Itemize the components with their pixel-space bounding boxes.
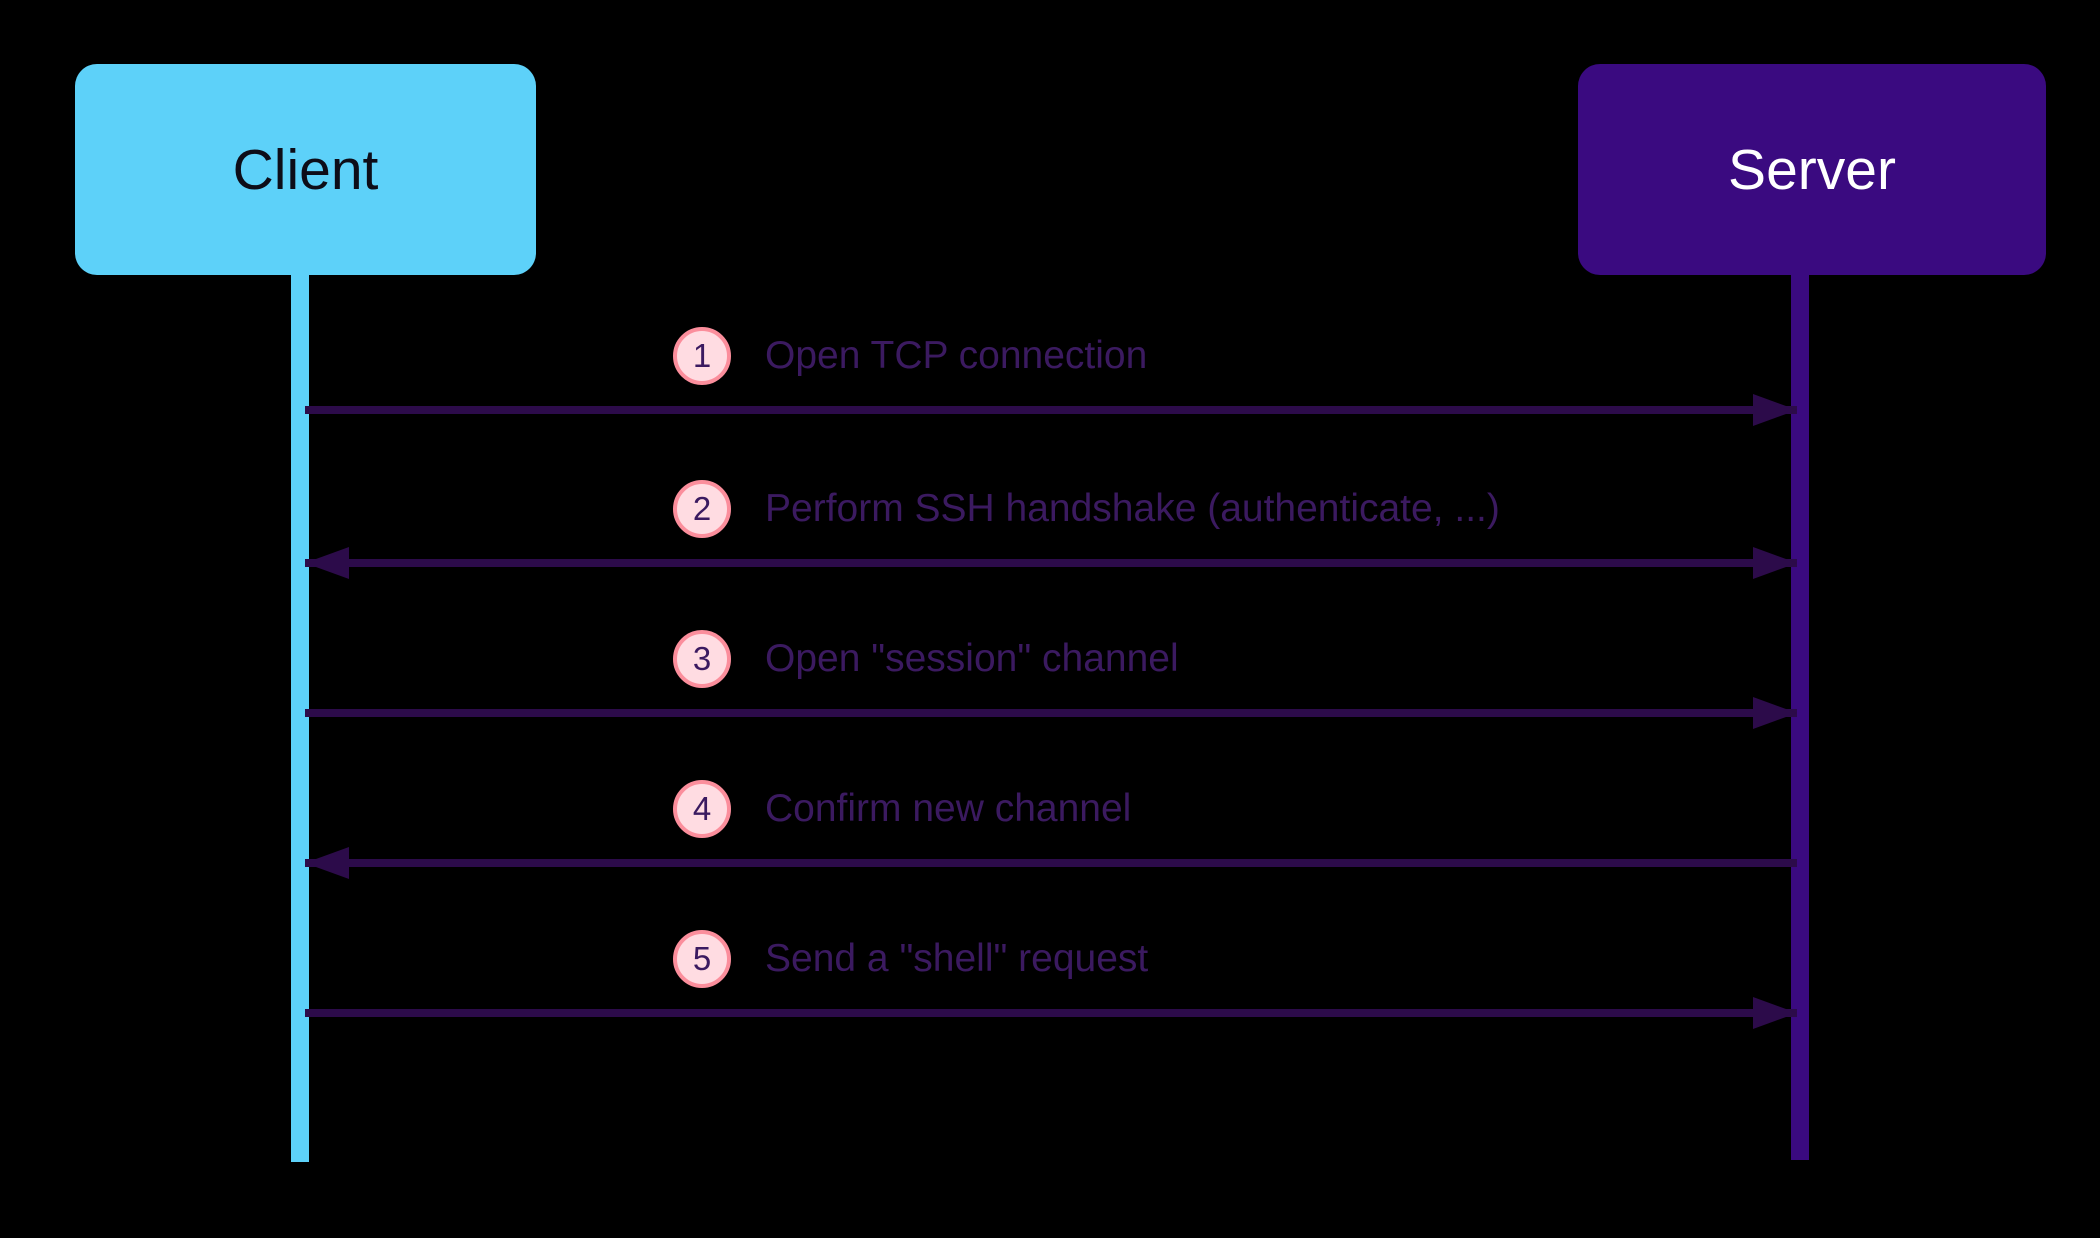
arrowhead-right-icon xyxy=(1753,697,1797,729)
step-number: 1 xyxy=(692,337,712,374)
message-label: Open "session" channel xyxy=(765,637,1179,680)
message-arrow xyxy=(305,840,1797,886)
arrow-line xyxy=(305,559,1797,567)
message-label: Confirm new channel xyxy=(765,787,1132,830)
arrowhead-right-icon xyxy=(1753,394,1797,426)
step-number: 5 xyxy=(692,940,712,977)
arrow-line xyxy=(305,859,1797,867)
step-badge: 1 xyxy=(673,327,731,385)
message-arrow xyxy=(305,690,1797,736)
message-label: Open TCP connection xyxy=(765,334,1148,377)
arrow-line xyxy=(305,709,1797,717)
arrow-line xyxy=(305,1009,1797,1017)
step-badge: 3 xyxy=(673,630,731,688)
message-label: Send a "shell" request xyxy=(765,937,1149,980)
actor-client-label: Client xyxy=(232,137,379,202)
step-number: 2 xyxy=(692,490,712,527)
message-arrow xyxy=(305,990,1797,1036)
arrow-line xyxy=(305,406,1797,414)
arrowhead-right-icon xyxy=(1753,997,1797,1029)
step-badge: 5 xyxy=(673,930,731,988)
step-badge: 2 xyxy=(673,480,731,538)
step-badge: 4 xyxy=(673,780,731,838)
actor-client-box: Client xyxy=(75,64,536,275)
actor-server-label: Server xyxy=(1728,137,1896,202)
step-number: 3 xyxy=(692,640,712,677)
message-arrow xyxy=(305,387,1797,433)
actor-server-box: Server xyxy=(1578,64,2046,275)
message-arrow xyxy=(305,540,1797,586)
message-label: Perform SSH handshake (authenticate, ...… xyxy=(765,487,1500,530)
step-number: 4 xyxy=(692,790,712,827)
server-lifeline xyxy=(1791,275,1809,1160)
arrowhead-right-icon xyxy=(1753,547,1797,579)
client-lifeline xyxy=(291,275,309,1162)
